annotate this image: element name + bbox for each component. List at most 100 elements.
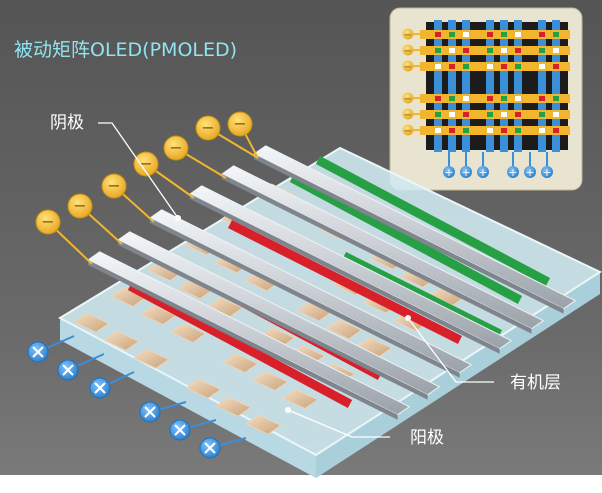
inset-pixel <box>501 96 507 101</box>
inset-column <box>448 20 456 152</box>
anode-pad <box>221 352 259 374</box>
inset-row <box>420 126 570 135</box>
anode-pad <box>73 312 110 333</box>
negative-terminal <box>133 151 159 177</box>
negative-terminal <box>35 209 61 235</box>
inset-column <box>434 20 442 152</box>
inset-pixel <box>487 48 493 53</box>
anode-terminals <box>27 335 247 459</box>
inset-column <box>486 20 494 152</box>
inset-pixel <box>553 96 559 101</box>
inset-pixel <box>435 48 441 53</box>
inset-pixel <box>449 96 455 101</box>
inset-pixel <box>463 96 469 101</box>
inset-negative-terminal <box>402 92 414 104</box>
inset-pixel <box>487 32 493 37</box>
label-leaders <box>98 122 494 438</box>
positive-mark <box>204 442 216 454</box>
cathode-bar-edge <box>88 260 398 420</box>
inset-pixel <box>487 96 493 101</box>
cathode-bar <box>117 231 441 396</box>
negative-terminal <box>101 173 127 199</box>
inset-pixel <box>449 64 455 69</box>
anode-pad <box>185 378 222 399</box>
inset-pixel <box>515 32 521 37</box>
diagram-title: 被动矩阵OLED(PMOLED) <box>14 39 237 61</box>
inset-pixel <box>501 112 507 117</box>
inset-pixel <box>463 112 469 117</box>
inset-pixel <box>463 128 469 133</box>
inset-cathode-rows <box>420 30 570 135</box>
cathode-bar <box>221 165 545 330</box>
inset-row <box>420 30 570 39</box>
inset-negative-sign: − <box>404 126 412 137</box>
anode-pad <box>325 319 363 340</box>
cathode-bar <box>253 145 577 310</box>
inset-pixel <box>553 32 559 37</box>
inset-positive-sign: + <box>478 166 487 179</box>
anode-label-dot <box>285 407 291 413</box>
inset-pixel <box>539 96 545 101</box>
cathode-bars <box>87 145 577 420</box>
organic-stripe <box>341 251 503 339</box>
inset-pixel <box>463 32 469 37</box>
cathode-bar <box>87 251 411 416</box>
inset-pixel <box>553 48 559 53</box>
inset-positive-terminal <box>541 166 553 178</box>
inset-negative-terminal <box>402 108 414 120</box>
negative-sign: − <box>73 196 86 215</box>
anode-label: 阳极 <box>410 428 444 448</box>
cathode-bar <box>189 185 513 350</box>
inset-pixel <box>539 112 545 117</box>
inset-pixel <box>463 64 469 69</box>
negative-sign: − <box>201 118 214 137</box>
inset-negative-sign: − <box>404 62 412 73</box>
organic-stripe <box>315 156 551 286</box>
organic-stripe <box>127 282 353 408</box>
inset-column <box>500 20 508 152</box>
inset-pixel <box>449 112 455 117</box>
inset-pixel <box>501 128 507 133</box>
inset-row <box>420 62 570 71</box>
inset-negative-sign: − <box>404 94 412 105</box>
positive-mark <box>174 424 186 436</box>
inset-column <box>462 20 470 152</box>
cathode-bar <box>149 209 473 374</box>
inset-negative-terminals: − − − − − − <box>402 28 420 137</box>
inset-pixel <box>539 48 545 53</box>
inset-row <box>420 46 570 55</box>
inset-pixel <box>553 64 559 69</box>
organic-label-dot <box>405 315 411 321</box>
inset-negative-terminal <box>402 60 414 72</box>
inset-pixel <box>515 96 521 101</box>
inset-positive-sign: + <box>444 166 453 179</box>
inset-pixel <box>487 112 493 117</box>
inset-positive-sign: + <box>508 166 517 179</box>
negative-sign: − <box>139 154 152 173</box>
inset-pixel <box>463 48 469 53</box>
negative-sign: − <box>41 212 54 231</box>
inset-pixel <box>435 96 441 101</box>
inset-pixel <box>553 128 559 133</box>
inset-pixel <box>501 48 507 53</box>
inset-negative-terminal <box>402 124 414 136</box>
anode-pad <box>133 348 170 369</box>
positive-mark <box>32 346 44 358</box>
inset-row <box>420 110 570 119</box>
anode-pad <box>251 370 289 392</box>
anode-pad <box>139 304 177 326</box>
inset-positive-terminal <box>460 166 472 178</box>
inset-pixel <box>435 128 441 133</box>
negative-sign: − <box>169 138 182 157</box>
inset-pixel <box>515 64 521 69</box>
inset-negative-sign: − <box>404 110 412 121</box>
inset-negative-sign: − <box>404 46 412 57</box>
negative-sign: − <box>107 176 120 195</box>
cathode-bar-edge <box>118 240 428 400</box>
anode-pad <box>103 330 140 351</box>
inset-negative-sign: − <box>404 30 412 41</box>
inset-anode-columns <box>434 20 560 152</box>
inset-pixel <box>487 128 493 133</box>
inset-positive-sign: + <box>525 166 534 179</box>
inset-pixel <box>553 112 559 117</box>
